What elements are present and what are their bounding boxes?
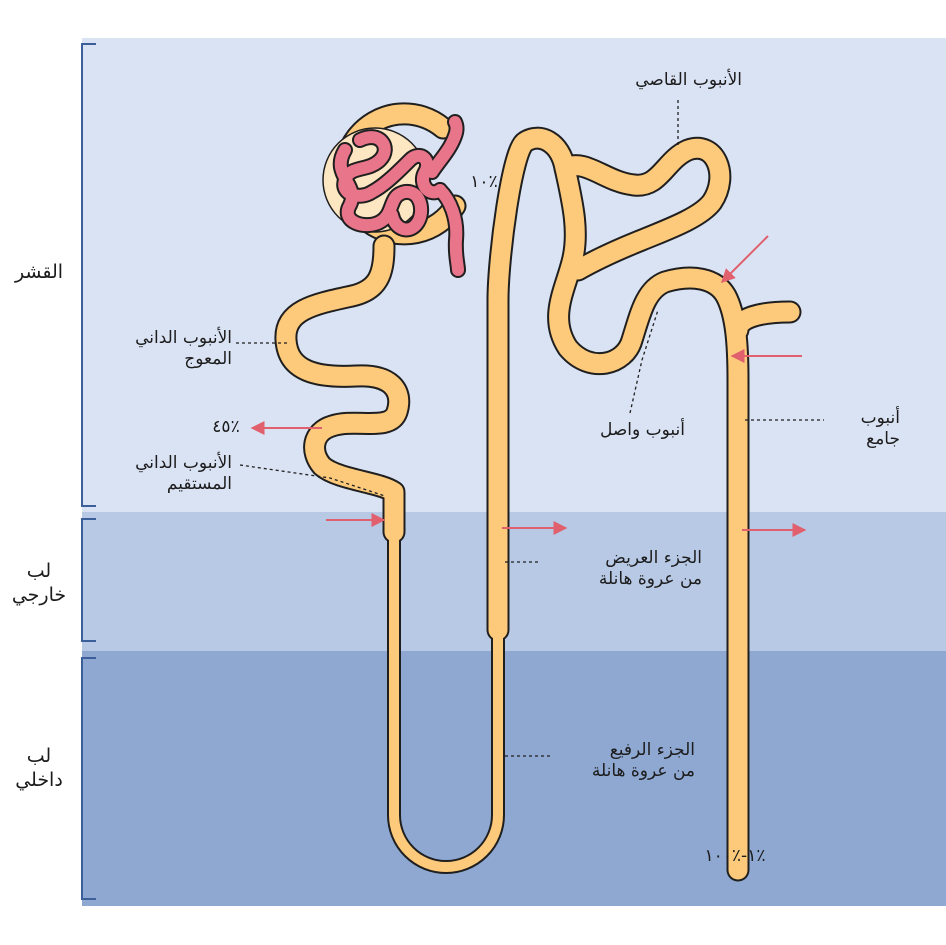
inner-medulla-bracket [81, 657, 96, 900]
connecting-tubule-label: أنبوب واصل [599, 420, 685, 440]
distal-percentage: ٪١٠ [470, 172, 498, 192]
leader-connecting [629, 309, 659, 414]
glomerulus [332, 114, 466, 278]
leader-pst [239, 464, 386, 497]
reabsorption-arrows [250, 235, 807, 537]
zone-brackets [81, 43, 96, 900]
inner-medulla-zone [82, 651, 946, 906]
outer-medulla-bracket [81, 518, 96, 642]
dct-label: الأنبوب القاصي [635, 70, 742, 90]
collecting-percentage: ٪١-٪١٠٠ [704, 846, 766, 866]
arrow-dct-in [721, 235, 769, 283]
tubule-outline [274, 126, 802, 882]
cortex-label: القشر [14, 261, 64, 283]
tubule-fill [276, 128, 800, 880]
cortex-zone [82, 38, 946, 512]
proximal-percentage: ٪٤٥ [212, 417, 240, 437]
cortex-bracket [81, 43, 96, 507]
leader-lines [236, 100, 824, 757]
